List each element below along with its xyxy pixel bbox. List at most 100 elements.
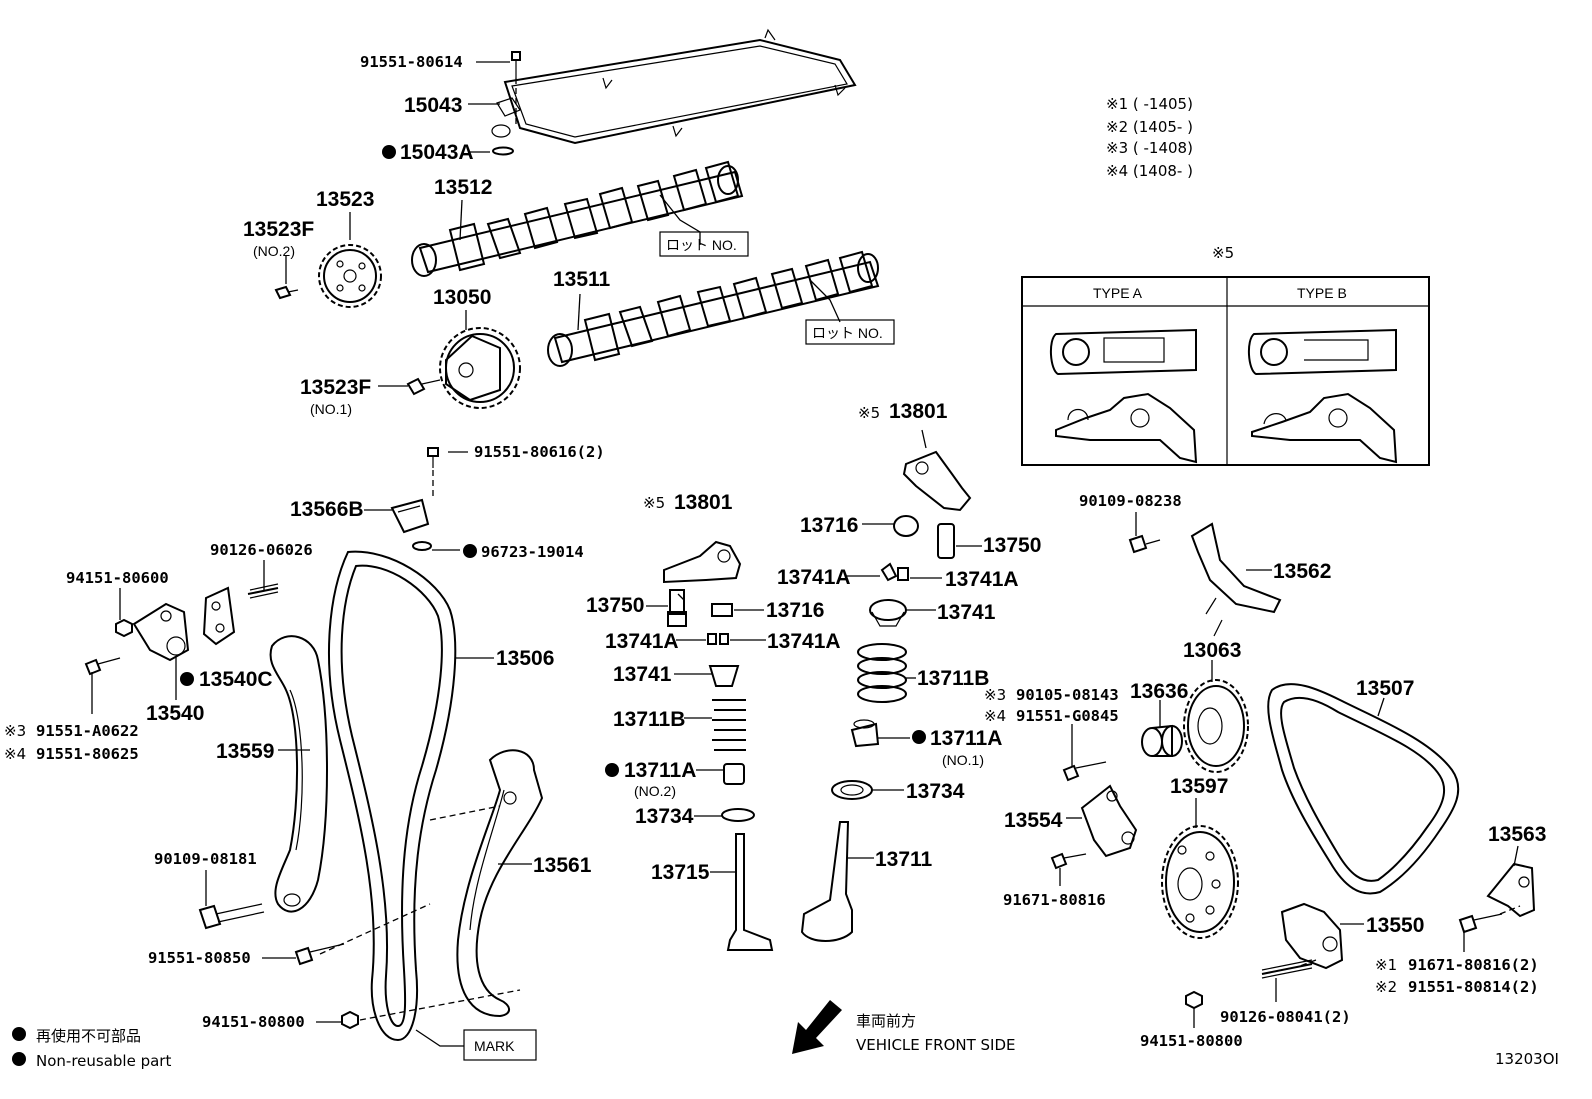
bolt-91671-80816 bbox=[1050, 852, 1087, 870]
label-90126-08041-2: 90126-08041(2) bbox=[1220, 1008, 1351, 1026]
label-13523F-no2: 13523F bbox=[243, 218, 314, 241]
label-mark4-left: ※4 bbox=[4, 745, 26, 763]
label-13741A-left-2: 13741A bbox=[767, 630, 841, 653]
dash-guide-lower bbox=[359, 989, 521, 1021]
label-13716-right: 13716 bbox=[800, 514, 858, 537]
type-a-label: TYPE A bbox=[1093, 285, 1143, 301]
bolt-91551-80616 bbox=[427, 447, 439, 500]
nut-94151-80600 bbox=[115, 618, 133, 638]
label-13741A-right-1: 13741A bbox=[777, 566, 851, 589]
note-3: ※3 ( -1408) bbox=[1106, 139, 1193, 157]
bolt-91671-80816-2 bbox=[1458, 913, 1503, 934]
label-13050: 13050 bbox=[433, 286, 491, 309]
label-13559: 13559 bbox=[216, 740, 274, 763]
washer-13734-left bbox=[721, 808, 755, 822]
label-mark3-left: ※3 bbox=[4, 722, 26, 740]
nut-94151-80800-left bbox=[341, 1010, 359, 1030]
chain-slipper-13559 bbox=[269, 635, 328, 913]
labels: 91551-80614 15043 15043A 13523 13523F (N… bbox=[4, 53, 1546, 1054]
label-13741A-right-2: 13741A bbox=[945, 568, 1019, 591]
label-13507: 13507 bbox=[1356, 677, 1414, 700]
legend-jp: 再使用不可部品 bbox=[36, 1027, 141, 1045]
label-13801-right: 13801 bbox=[889, 400, 948, 423]
note-1: ※1 ( -1405) bbox=[1106, 95, 1193, 113]
washer-13734-right bbox=[831, 780, 873, 800]
spring-13711B-right bbox=[857, 643, 907, 703]
label-13801-left: 13801 bbox=[674, 491, 733, 514]
label-13711A-no2: 13711A bbox=[624, 759, 696, 782]
label-13715: 13715 bbox=[651, 861, 710, 884]
rocker-arm-13801-left bbox=[663, 540, 742, 584]
label-13741-right: 13741 bbox=[937, 601, 996, 624]
direction-en: VEHICLE FRONT SIDE bbox=[856, 1036, 1016, 1054]
label-91551-A0622: 91551-A0622 bbox=[36, 722, 139, 740]
label-mark5-center-left: ※5 bbox=[643, 494, 665, 512]
plate-13563 bbox=[1486, 862, 1536, 918]
label-no2-b: (NO.2) bbox=[634, 783, 676, 799]
direction-jp: 車両前方 bbox=[856, 1012, 916, 1030]
keys-13741A-left bbox=[707, 633, 729, 645]
label-91551-80850: 91551-80850 bbox=[148, 949, 251, 967]
gear-13597 bbox=[1161, 825, 1239, 939]
label-91551-80616: 91551-80616(2) bbox=[474, 443, 605, 461]
label-13063: 13063 bbox=[1183, 639, 1241, 662]
o-ring-96723-19014 bbox=[412, 541, 432, 551]
legend-en: Non-reusable part bbox=[36, 1052, 171, 1070]
label-13506: 13506 bbox=[496, 647, 554, 670]
label-90109-08181: 90109-08181 bbox=[154, 850, 257, 868]
leader-lot-2 bbox=[809, 279, 841, 323]
retainer-13741-right bbox=[869, 599, 907, 627]
shaft-13636 bbox=[1141, 724, 1183, 757]
label-13512: 13512 bbox=[434, 176, 492, 199]
label-91671-80816-2: 91671-80816(2) bbox=[1408, 956, 1539, 974]
label-13711: 13711 bbox=[875, 848, 933, 871]
label-13523F-no1: 13523F bbox=[300, 376, 371, 399]
label-96723-19014: 96723-19014 bbox=[481, 543, 584, 561]
label-13716-left: 13716 bbox=[766, 599, 824, 622]
lash-adjuster-13750-right bbox=[937, 523, 955, 559]
dash-guide-upper bbox=[319, 903, 431, 955]
label-no1-b: (NO.1) bbox=[942, 752, 984, 768]
type-box-ref: ※5 bbox=[1212, 244, 1234, 262]
bracket-13566B bbox=[390, 498, 430, 534]
cap-13716-left bbox=[711, 603, 733, 617]
label-94151-80800-right: 94151-80800 bbox=[1140, 1032, 1243, 1050]
dash-guide-mid bbox=[429, 805, 501, 821]
label-90105-08143: 90105-08143 bbox=[1016, 686, 1119, 704]
bolt-90105-08143 bbox=[1062, 761, 1107, 782]
label-13523: 13523 bbox=[316, 188, 374, 211]
label-13734-right: 13734 bbox=[906, 780, 965, 803]
label-13741-left: 13741 bbox=[613, 663, 672, 686]
mark-box bbox=[463, 1029, 537, 1061]
label-mark4-right: ※4 bbox=[984, 707, 1006, 725]
cover-gasket-15043 bbox=[491, 28, 857, 145]
label-13750-right: 13750 bbox=[983, 534, 1041, 557]
label-94151-80600: 94151-80600 bbox=[66, 569, 169, 587]
label-91551-80614: 91551-80614 bbox=[360, 53, 463, 71]
lot-no-box-1 bbox=[659, 231, 749, 257]
valve-13715 bbox=[726, 833, 774, 951]
bolt-90109-08181 bbox=[198, 903, 265, 930]
leader-lines bbox=[91, 61, 1521, 1047]
seal-13711A-no1 bbox=[850, 719, 880, 748]
label-mark3-right: ※3 bbox=[984, 686, 1006, 704]
bolt-13523F-no1 bbox=[406, 377, 441, 396]
label-13636: 13636 bbox=[1130, 680, 1188, 703]
timing-chain-13506 bbox=[328, 550, 457, 1042]
label-13540: 13540 bbox=[146, 702, 204, 725]
label-94151-80800-left: 94151-80800 bbox=[202, 1013, 305, 1031]
label-13597: 13597 bbox=[1170, 775, 1228, 798]
non-reusable-dots bbox=[12, 145, 926, 1066]
label-91551-80814-2: 91551-80814(2) bbox=[1408, 978, 1539, 996]
label-lot-no-1: ロット NO. bbox=[666, 237, 737, 253]
chain-guide-13561 bbox=[456, 749, 544, 1018]
label-mark2-right: ※2 bbox=[1375, 978, 1397, 996]
bolt-90109-08238 bbox=[1128, 534, 1161, 554]
label-13566B: 13566B bbox=[290, 498, 364, 521]
label-no1: (NO.1) bbox=[310, 401, 352, 417]
label-13741A-left-1: 13741A bbox=[605, 630, 679, 653]
label-90126-06026: 90126-06026 bbox=[210, 541, 313, 559]
label-13734-left: 13734 bbox=[635, 805, 694, 828]
note-4: ※4 (1408- ) bbox=[1106, 162, 1193, 180]
